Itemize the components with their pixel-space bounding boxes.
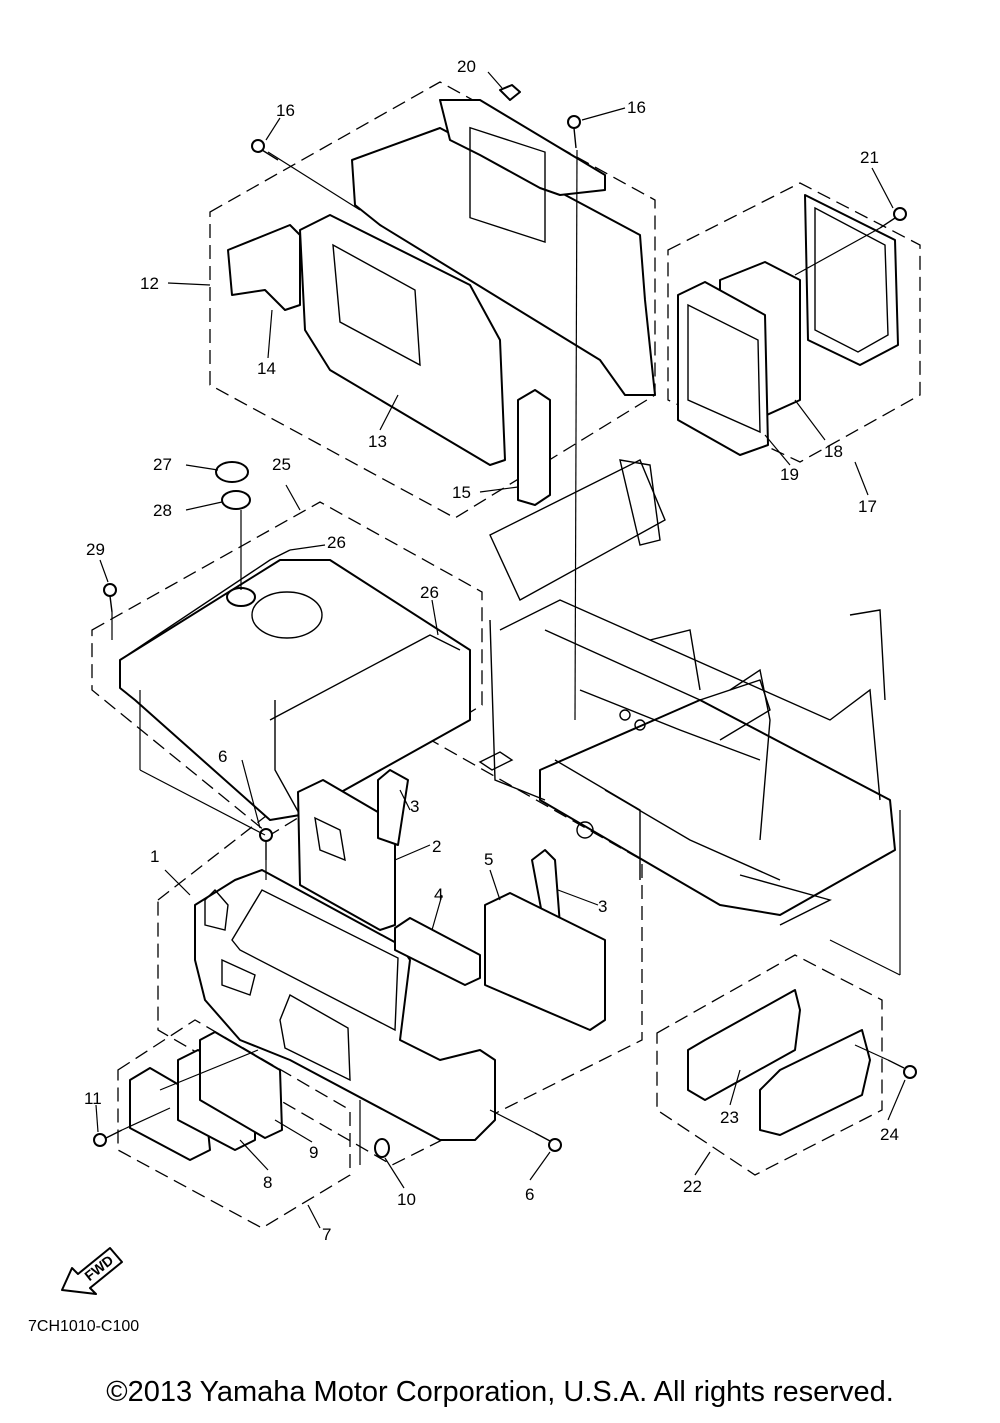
callout-10: 10 xyxy=(397,1190,416,1209)
gasket-inner xyxy=(687,303,761,434)
cover-plate xyxy=(129,1067,211,1161)
side-panel-window xyxy=(332,243,421,367)
callout-18: 18 xyxy=(824,442,843,461)
bolt-21 xyxy=(879,207,907,229)
callout-24: 24 xyxy=(880,1125,899,1144)
group-outline-22 xyxy=(656,954,883,1176)
callout-15: 15 xyxy=(452,483,471,502)
cowl-lower-opening xyxy=(279,993,351,1082)
cover-inner xyxy=(814,206,889,353)
pad-14 xyxy=(227,224,301,311)
pad-23 xyxy=(687,989,801,1101)
grommet-28-seat xyxy=(226,587,256,607)
trim-strip-26a xyxy=(119,549,291,661)
group-outline-25 xyxy=(91,501,483,836)
group-outline-7 xyxy=(117,1019,351,1229)
callout-1: 1 xyxy=(150,847,159,866)
fwd-arrow-icon: FWD xyxy=(61,1247,123,1295)
callout-17: 17 xyxy=(858,497,877,516)
gasket-9 xyxy=(199,1031,283,1139)
pad-3a xyxy=(377,769,409,846)
callout-27: 27 xyxy=(153,455,172,474)
cover-24-plate xyxy=(759,1029,871,1136)
cowl-tab xyxy=(204,888,229,931)
bracket-window xyxy=(469,126,546,244)
callout-6b: 6 xyxy=(525,1185,534,1204)
callout-numbers: 1 2 3 3 4 5 6 6 7 8 9 10 11 12 13 14 15 … xyxy=(84,57,899,1244)
callout-23: 23 xyxy=(720,1108,739,1127)
callout-26b: 26 xyxy=(420,583,439,602)
tank-opening xyxy=(251,591,323,639)
callout-13: 13 xyxy=(368,432,387,451)
copyright-notice: ©2013 Yamaha Motor Corporation, U.S.A. A… xyxy=(106,1376,894,1408)
side-panel-13 xyxy=(299,214,506,466)
bolt-6b xyxy=(534,1132,562,1152)
callout-12: 12 xyxy=(140,274,159,293)
panel-5 xyxy=(484,892,606,1031)
callout-8: 8 xyxy=(263,1173,272,1192)
callout-25: 25 xyxy=(272,455,291,474)
bolt-6a xyxy=(259,828,273,860)
callout-3b: 3 xyxy=(598,897,607,916)
callout-16a: 16 xyxy=(276,101,295,120)
pad-4 xyxy=(394,917,481,986)
washer-10 xyxy=(374,1138,390,1158)
grommet-28 xyxy=(221,490,251,510)
bolt-11 xyxy=(93,1129,123,1147)
callout-4: 4 xyxy=(434,885,443,904)
callout-26a: 26 xyxy=(327,533,346,552)
nut-20 xyxy=(499,84,521,101)
cover-21-frame xyxy=(804,194,899,366)
group-outline-17 xyxy=(667,182,921,463)
callout-21: 21 xyxy=(860,148,879,167)
cowl-window xyxy=(231,889,399,1032)
callout-19: 19 xyxy=(780,465,799,484)
callout-2: 2 xyxy=(432,837,441,856)
callout-28: 28 xyxy=(153,501,172,520)
bolt-29 xyxy=(103,583,117,613)
bolt-16b xyxy=(567,115,581,149)
front-cowl-1 xyxy=(194,869,496,1141)
cowl-slot xyxy=(221,958,256,996)
panel-2 xyxy=(297,779,396,931)
tank-cover-edge xyxy=(274,700,301,816)
callout-14: 14 xyxy=(257,359,276,378)
tank-cover-25 xyxy=(119,559,471,821)
callout-22: 22 xyxy=(683,1177,702,1196)
callout-29: 29 xyxy=(86,540,105,559)
chassis-frame xyxy=(478,459,896,926)
callout-3a: 3 xyxy=(410,797,419,816)
callout-leaders xyxy=(95,71,906,1229)
gasket-19 xyxy=(677,281,769,456)
panel-2-hole xyxy=(314,816,346,862)
callout-16b: 16 xyxy=(627,98,646,117)
diagram-code: 7CH1010-C100 xyxy=(28,1318,139,1335)
callout-11: 11 xyxy=(84,1089,102,1108)
callout-5: 5 xyxy=(484,850,493,869)
trim-strip-26b xyxy=(269,634,461,721)
callout-20: 20 xyxy=(457,57,476,76)
cap-27 xyxy=(215,461,249,483)
callout-7: 7 xyxy=(322,1225,331,1244)
pad-15 xyxy=(517,389,551,506)
callout-9: 9 xyxy=(309,1143,318,1162)
panel-bracket-20 xyxy=(439,99,606,196)
bolt-24 xyxy=(887,1059,917,1079)
callout-6a: 6 xyxy=(218,747,227,766)
bolt-16a xyxy=(251,139,279,161)
assembly-lines xyxy=(111,149,901,1165)
